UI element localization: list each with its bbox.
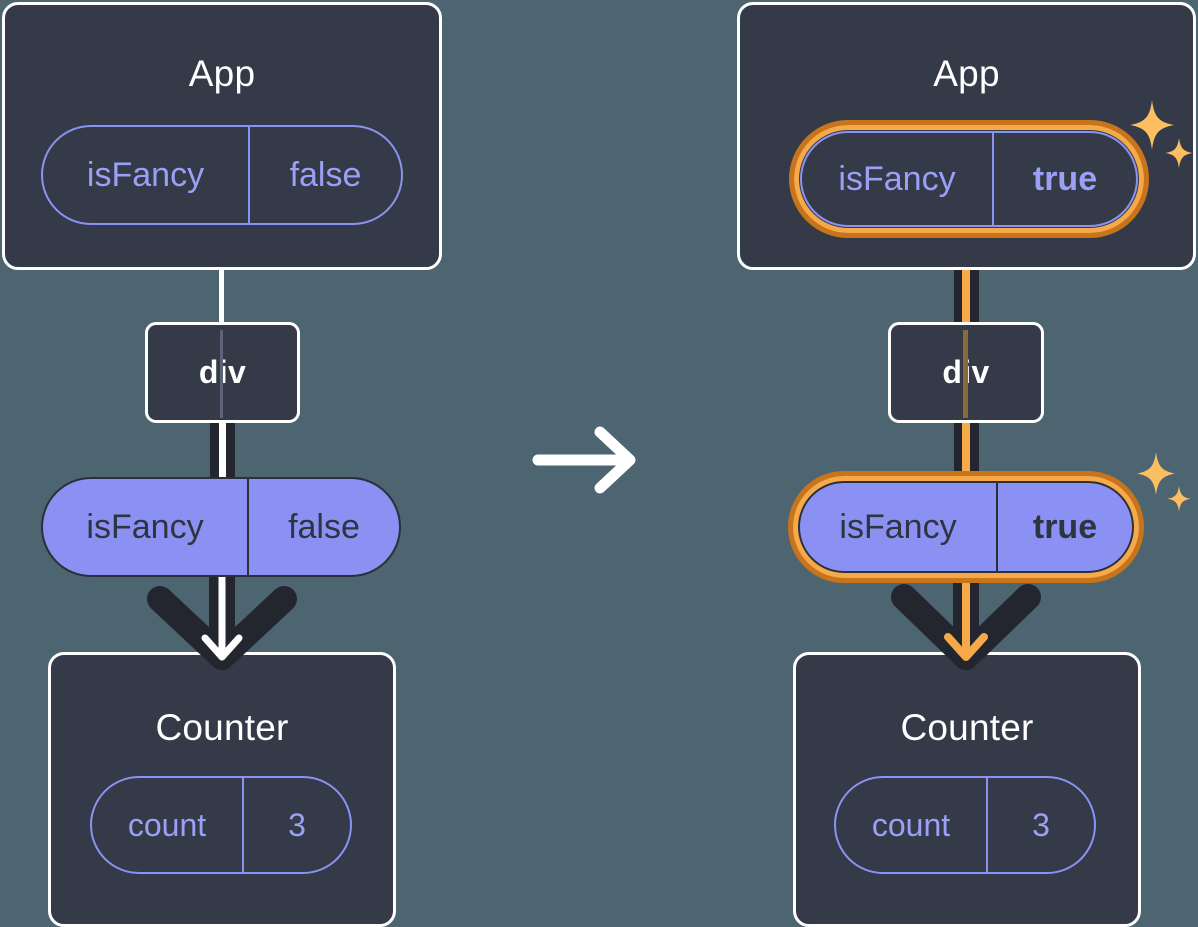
connector-app-to-div-after-r bbox=[970, 240, 979, 332]
connector-through-div-after bbox=[963, 330, 968, 418]
app-state-value-before: false bbox=[248, 127, 401, 223]
connector-div-to-prop-after-highlight bbox=[962, 420, 970, 482]
app-state-key-after: isFancy bbox=[838, 159, 956, 198]
app-state-key-before: isFancy bbox=[86, 155, 205, 194]
prop-key-before: isFancy bbox=[86, 507, 204, 546]
connector-div-to-prop-after-l bbox=[954, 420, 963, 482]
counter-state-key-before: count bbox=[127, 806, 207, 843]
app-state-pill-after: isFancy true bbox=[800, 131, 1138, 227]
counter-state-key-after: count bbox=[871, 806, 951, 843]
connector-app-to-div-after-highlight bbox=[962, 240, 970, 332]
connector-app-to-div-before bbox=[219, 268, 224, 326]
app-state-pill-before: isFancy false bbox=[41, 125, 403, 225]
connector-div-to-prop-highlight-before bbox=[219, 420, 226, 482]
connector-app-to-div-after-l bbox=[954, 240, 963, 332]
prop-pill-before: isFancy false bbox=[41, 477, 401, 577]
arrowhead-prop-to-counter-after bbox=[944, 563, 988, 661]
app-card-title-after: App bbox=[933, 53, 1000, 94]
sparkles-icon-prop-after bbox=[1137, 452, 1191, 512]
counter-state-value-before: 3 bbox=[242, 778, 350, 872]
connector-div-to-prop-after-r bbox=[970, 420, 979, 482]
prop-value-after: true bbox=[996, 483, 1132, 571]
counter-card-title-after: Counter bbox=[900, 707, 1034, 748]
counter-card-title-before: Counter bbox=[155, 707, 289, 748]
connector-div-to-prop-before-2 bbox=[226, 420, 235, 482]
counter-state-pill-after: count 3 bbox=[834, 776, 1096, 874]
prop-key-after: isFancy bbox=[839, 507, 957, 546]
prop-value-before: false bbox=[247, 479, 399, 575]
prop-pill-after: isFancy true bbox=[798, 481, 1134, 573]
counter-state-pill-before: count 3 bbox=[90, 776, 352, 874]
counter-state-value-after: 3 bbox=[986, 778, 1094, 872]
connector-div-to-prop-before bbox=[210, 420, 219, 482]
transition-arrow-icon bbox=[532, 426, 636, 494]
arrowhead-prop-to-counter-before bbox=[201, 565, 243, 661]
app-state-value-after: true bbox=[992, 133, 1136, 225]
app-card-title-before: App bbox=[188, 53, 256, 94]
connector-through-div-before bbox=[220, 330, 223, 418]
sparkles-icon-app-after bbox=[1130, 100, 1193, 168]
